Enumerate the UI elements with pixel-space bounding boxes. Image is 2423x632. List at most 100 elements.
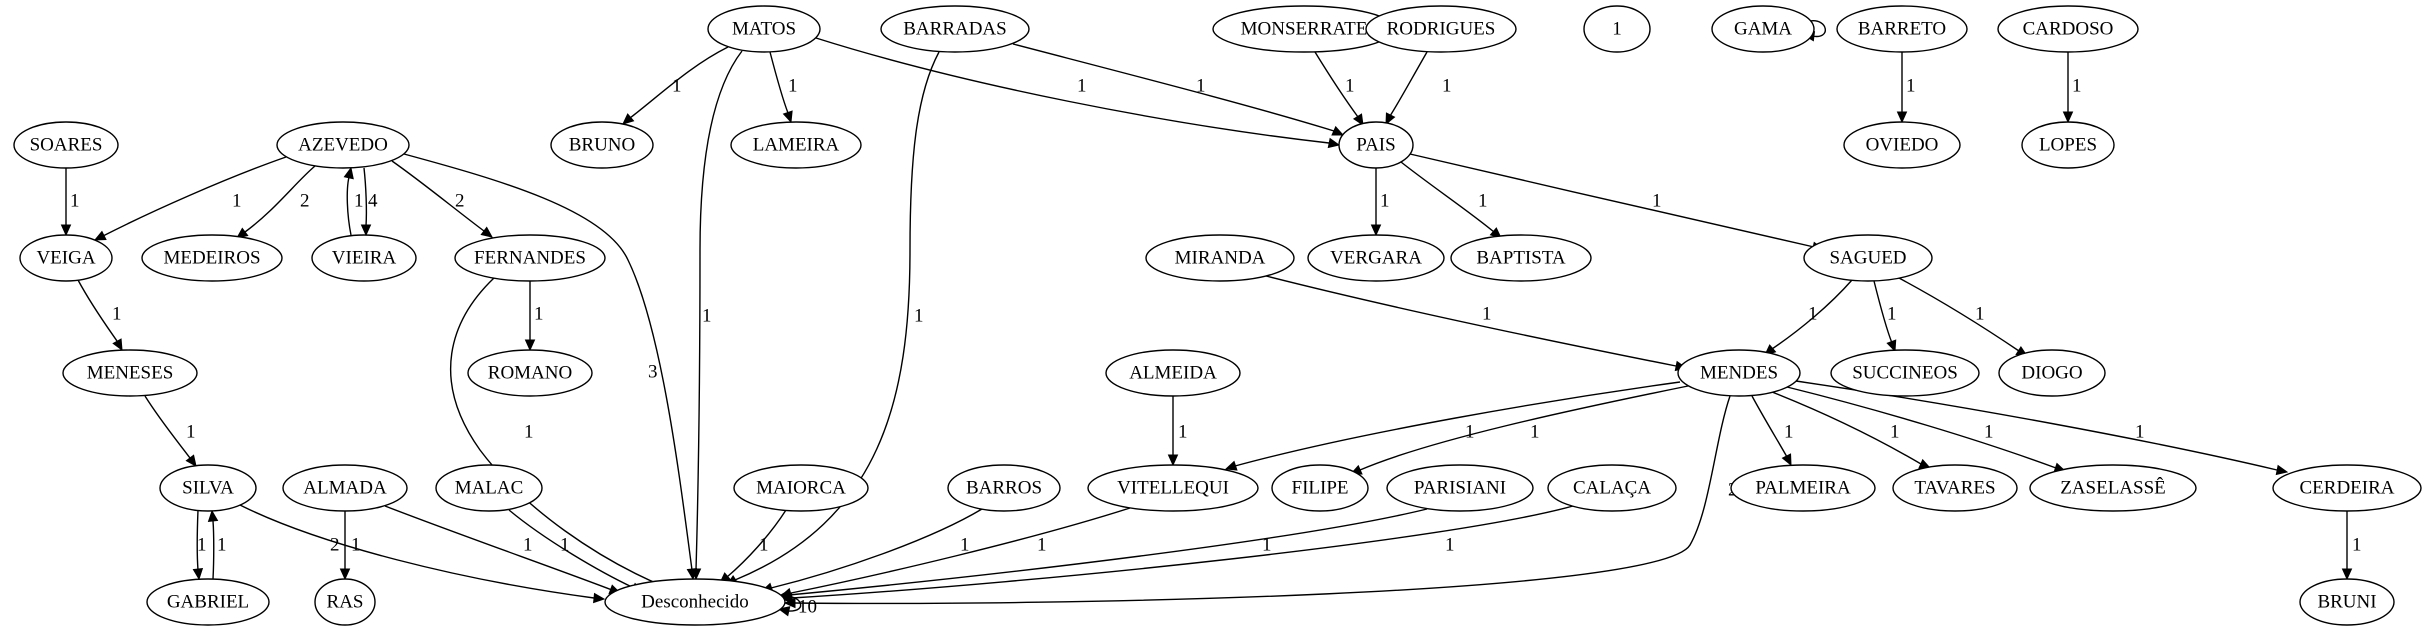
edge-line — [1234, 381, 1681, 467]
edge-line — [794, 395, 1731, 605]
edge-parisiani-to-desconhecido: 1 — [777, 508, 1428, 601]
edge-label: 1 — [351, 534, 361, 555]
node-ellipse — [435, 464, 543, 512]
node-label: VITELLEQUI — [1117, 478, 1229, 499]
node-miranda: MIRANDA — [1145, 234, 1295, 282]
edge-almeida-to-vitellequi: 1 — [1167, 396, 1188, 467]
edge-pais-to-sagued: 1 — [1409, 153, 1825, 252]
arrowhead — [339, 568, 351, 581]
edge-line — [391, 160, 485, 232]
edge-desconhecido-to-desconhecido: 10 — [777, 595, 817, 617]
edge-label: 1 — [112, 303, 122, 324]
node-label: BARROS — [966, 478, 1042, 499]
edge-line — [1771, 279, 1853, 350]
node-ellipse — [2029, 464, 2197, 512]
node-label: MENESES — [87, 363, 174, 384]
node-label: SILVA — [182, 478, 234, 499]
edge-label: 1 — [914, 305, 924, 326]
node-label: PARISIANI — [1414, 478, 1506, 499]
node-ellipse — [1547, 464, 1677, 512]
edge-line — [770, 508, 983, 589]
edge-label: 3 — [648, 361, 658, 382]
edge-label: 1 — [960, 534, 970, 555]
edge-soares-to-veiga: 1 — [60, 168, 80, 237]
edge-line — [508, 509, 635, 589]
node-label: LAMEIRA — [753, 135, 840, 156]
node-sagued: SAGUED — [1803, 234, 1933, 282]
node-vergara: VERGARA — [1307, 234, 1445, 282]
edge-azevedo-to-fernandes: 2 — [391, 160, 493, 238]
node-ellipse — [146, 578, 270, 626]
arrowhead — [2062, 111, 2074, 124]
edge-line — [403, 153, 693, 571]
edge-label: 2 — [455, 190, 465, 211]
edge-pais-to-baptista: 1 — [1400, 161, 1502, 239]
node-ellipse — [1271, 464, 1369, 512]
edge-line — [384, 505, 613, 591]
node-label: FERNANDES — [474, 248, 586, 269]
node-ellipse — [550, 121, 654, 169]
node-ellipse — [1997, 5, 2139, 53]
edge-label: 1 — [2135, 421, 2145, 442]
edge-line — [791, 505, 1574, 599]
edge-line — [77, 279, 118, 342]
edge-line — [1012, 43, 1335, 132]
edge-label: 1 — [1784, 421, 1794, 442]
edge-label: 1 — [1482, 303, 1492, 324]
node-label: DIOGO — [2021, 363, 2082, 384]
edge-matos-to-lameira: 1 — [769, 51, 798, 124]
arrowhead — [1886, 339, 1897, 353]
edge-label: 4 — [368, 190, 378, 211]
arrowhead — [1385, 112, 1396, 126]
node-oviedo: OVIEDO — [1843, 121, 1961, 169]
edge-calaca-to-desconhecido: 1 — [780, 505, 1574, 604]
node-label: BRUNI — [2317, 592, 2376, 613]
arrowhead — [2275, 464, 2289, 476]
node-label: AZEVEDO — [298, 135, 388, 156]
node-ellipse — [733, 464, 869, 512]
node-baptista: BAPTISTA — [1450, 234, 1592, 282]
node-ellipse — [13, 121, 119, 169]
edge-label: 1 — [1196, 75, 1206, 96]
edge-line — [1786, 386, 2057, 469]
edge-label: 1 — [1984, 421, 1994, 442]
node-label: CERDEIRA — [2300, 478, 2395, 499]
arrowhead — [207, 509, 219, 522]
node-ellipse — [1803, 234, 1933, 282]
edge-line — [1873, 280, 1893, 344]
node-label: SUCCINEOS — [1852, 363, 1958, 384]
edge-line — [1409, 153, 1815, 248]
edge-azevedo-to-vieira: 4 — [360, 167, 378, 237]
edge-label: 1 — [1178, 421, 1188, 442]
node-monserrate: MONSERRATE — [1212, 5, 1396, 53]
node-bruni: BRUNI — [2299, 578, 2395, 626]
node-ellipse — [1450, 234, 1592, 282]
node-label: VIEIRA — [332, 248, 397, 269]
edge-line — [1359, 385, 1689, 471]
arrowhead — [1781, 453, 1792, 467]
edge-label: 1 — [523, 534, 533, 555]
edge-cardoso-to-lopes: 1 — [2062, 52, 2082, 124]
node-ellipse — [311, 234, 417, 282]
edge-mendes-to-palmeira: 1 — [1751, 395, 1794, 467]
node-label: TAVARES — [1914, 478, 1995, 499]
arrowhead — [93, 230, 107, 241]
node-ellipse — [1830, 349, 1980, 397]
node-zaselasse: ZASELASSÊ — [2029, 464, 2197, 512]
node-veiga: VEIGA — [19, 234, 113, 282]
node-label: VEIGA — [36, 248, 95, 269]
edge-line — [1771, 391, 1922, 465]
node-barreto: BARRETO — [1836, 5, 1968, 53]
edge-line — [212, 520, 215, 580]
node-label: MAIORCA — [756, 478, 846, 499]
node-almeida: ALMEIDA — [1105, 349, 1241, 397]
node-label: MIRANDA — [1175, 248, 1266, 269]
node-label: RODRIGUES — [1387, 19, 1496, 40]
edge-barros-to-desconhecido: 1 — [760, 508, 983, 593]
edge-line — [346, 176, 352, 236]
edge-line — [102, 156, 287, 237]
node-label: OVIEDO — [1866, 135, 1939, 156]
edge-line — [695, 50, 743, 571]
edge-label: 10 — [798, 596, 817, 617]
node-ellipse — [454, 234, 606, 282]
